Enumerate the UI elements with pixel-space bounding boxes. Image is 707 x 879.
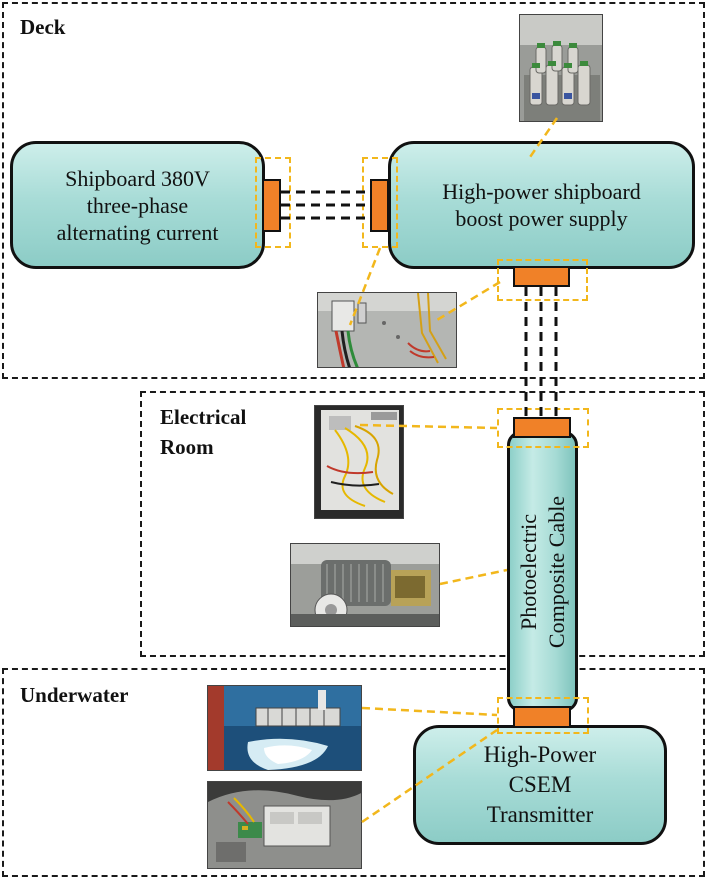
junction-photo-pointer [359,423,498,430]
cable-bottom-connector [513,706,571,728]
capacitor-bank-photo [519,14,603,122]
composite-cable: Photoelectric Composite Cable [507,431,578,712]
boost-output-connector [513,266,570,287]
deck-region [2,2,705,379]
ac-connector-highlight [255,157,291,248]
cabinet-photo-pointer-right [436,280,501,322]
deployment-photo-pointer [361,706,498,717]
transmitter-electronics-photo [207,781,362,869]
shipboard-ac-box: Shipboard 380V three-phase alternating c… [10,141,265,269]
cable-top-connector [513,417,571,438]
deck-label: Deck [20,15,66,39]
cabinet-photo-pointer-left [348,247,382,326]
electrical-room-region [140,391,705,657]
electronics-photo-pointer [361,728,498,824]
power-cabinet-wiring-photo [317,292,457,368]
csem-transmitter-box: High-Power CSEM Transmitter [413,725,667,845]
winch-photo-pointer [439,568,508,586]
boost-output-highlight [497,259,588,301]
boost-input-connector [370,179,389,232]
cable-top-highlight [497,408,589,448]
capacitor-photo-pointer [526,117,559,161]
underwater-region [2,668,705,877]
cable-winch-photo [290,543,440,627]
electrical-room-label: Electrical Room [160,405,247,459]
boost-input-highlight [362,157,398,248]
transmitter-deployment-photo [207,685,362,771]
cable-bottom-highlight [497,697,589,734]
underwater-label: Underwater [20,683,129,707]
ac-output-connector [262,179,281,232]
